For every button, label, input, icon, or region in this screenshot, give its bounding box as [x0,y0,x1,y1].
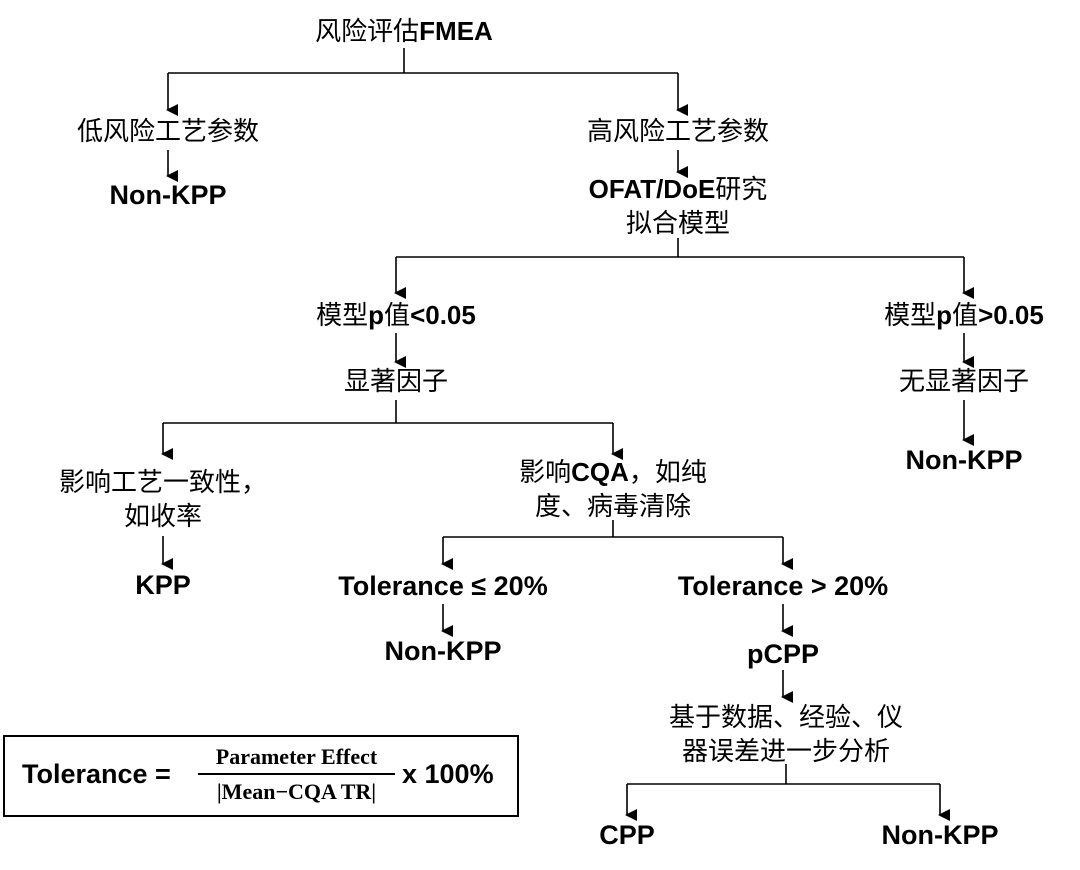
node-cpp: CPP [599,818,655,852]
node-text: 度、病毒清除 [534,492,691,522]
node-text: <0.05 [410,300,476,330]
formula-fraction: Parameter Effect |Mean−CQA TR| [198,743,395,806]
node-high-risk-parameters: 高风险工艺参数 [587,115,769,149]
node-text: FMEA [419,16,493,46]
node-line: 影响工艺一致性， [59,466,267,500]
node-text: CQA [571,457,629,487]
tolerance-formula-box [3,735,519,817]
node-process-consistency: 影响工艺一致性， 如收率 [59,466,267,534]
node-non-kpp-final: Non-KPP [882,818,999,852]
node-text: 显著因子 [343,367,449,397]
node-text: pCPP [746,639,820,669]
formula-numerator: Parameter Effect [215,744,378,769]
node-model-p-greater: 模型p值>0.05 [884,298,1044,333]
node-model-p-less: 模型p值<0.05 [316,298,476,333]
node-text: 拟合模型 [625,209,731,239]
node-line: 影响CQA，如纯 [519,455,707,490]
node-line: 度、病毒清除 [519,490,707,524]
node-line: 如收率 [59,500,267,534]
node-non-kpp-no-sig: Non-KPP [906,443,1023,477]
node-low-risk-parameters: 低风险工艺参数 [77,115,259,149]
node-non-kpp-low: Non-KPP [110,178,227,212]
node-text: 值 [384,301,411,331]
node-kpp: KPP [135,568,191,602]
node-tolerance-le-20: Tolerance ≤ 20% [338,569,547,603]
formula-fraction-bar [198,773,395,775]
node-pcpp: pCPP [747,637,819,671]
node-text: KPP [135,570,191,600]
node-text: OFAT/DoE [588,174,716,204]
node-no-significant-factor: 无显著因子 [899,365,1029,399]
node-text: 研究 [715,175,768,205]
formula-label: Tolerance = [22,759,171,789]
node-text: 如收率 [123,502,203,532]
node-text: p [368,300,385,330]
node-further-analysis: 基于数据、经验、仪 器误差进一步分析 [669,701,903,769]
node-text: Tolerance > 20% [677,571,889,601]
node-text: 影响工艺一致性， [58,468,268,498]
node-text: 无显著因子 [898,367,1030,397]
node-text: 高风险工艺参数 [586,117,770,147]
node-text: 低风险工艺参数 [76,117,260,147]
node-cqa-impact: 影响CQA，如纯 度、病毒清除 [519,455,707,524]
node-risk-assessment-fmea: 风险评估FMEA [315,14,493,49]
node-text: Non-KPP [109,180,227,210]
node-text: 模型 [316,301,369,331]
node-ofat-doe-study: OFAT/DoE研究 拟合模型 [589,172,768,241]
node-line: 基于数据、经验、仪 [669,701,903,735]
formula-multiplier: x 100% [402,759,494,789]
node-text: 值 [952,301,979,331]
node-text: Non-KPP [881,820,999,850]
node-text: 模型 [884,301,937,331]
node-text: Tolerance ≤ 20% [338,571,548,601]
formula-denominator: |Mean−CQA TR| [216,779,377,804]
node-text: Non-KPP [905,445,1023,475]
node-significant-factor: 显著因子 [344,365,448,399]
node-text: Non-KPP [384,636,502,666]
node-text: 器误差进一步分析 [681,737,891,767]
node-text: >0.05 [978,300,1044,330]
node-text: ，如纯 [628,458,707,488]
node-text: 影响 [519,458,572,488]
node-line: 器误差进一步分析 [669,735,903,769]
node-text: 基于数据、经验、仪 [668,703,904,733]
node-line: OFAT/DoE研究 [589,172,768,207]
node-non-kpp-tolerance: Non-KPP [385,634,502,668]
node-line: 拟合模型 [589,207,768,241]
node-text: CPP [599,820,655,850]
node-text: p [936,300,953,330]
node-text: 风险评估 [315,17,420,47]
node-tolerance-gt-20: Tolerance > 20% [678,569,888,603]
